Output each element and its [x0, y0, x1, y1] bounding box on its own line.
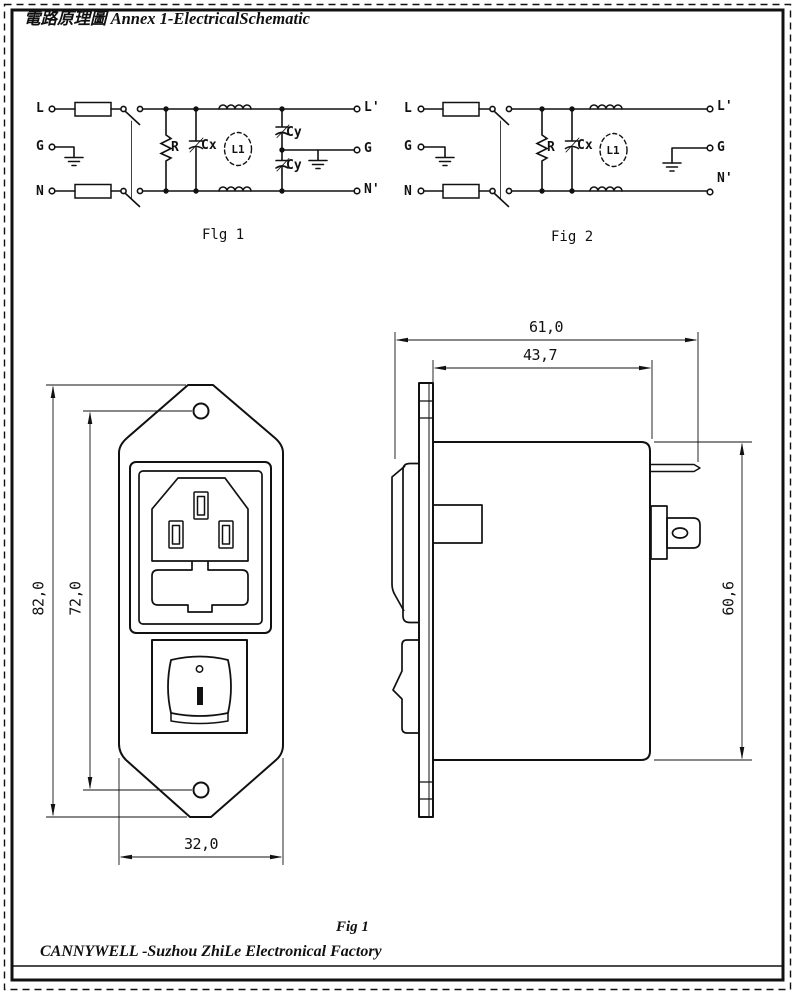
- fig2-resistor-label: R: [547, 140, 555, 155]
- fig2-choke-label: L1: [606, 144, 620, 157]
- dim-front-hole-spacing: 72,0: [66, 581, 85, 616]
- capacitor-symbol: [275, 149, 290, 192]
- dim-side-body-height: 60,6: [719, 581, 738, 616]
- dim-front-width: 32,0: [183, 835, 219, 853]
- switch-on-mark: [197, 687, 203, 705]
- fig2-circuit: [417, 101, 714, 208]
- front-view-dimensions: [46, 384, 284, 865]
- flange-outline: [118, 384, 284, 818]
- ground-symbol: [64, 156, 84, 167]
- terminal-tab: [666, 517, 701, 549]
- fig2-output-n-label: N': [717, 171, 733, 186]
- capacitor-symbol: [275, 108, 290, 151]
- fuse-symbol: [442, 183, 480, 199]
- iec-socket-opening: [151, 477, 249, 562]
- fig2-output-l-label: L': [717, 99, 733, 114]
- dimension-arrows: [50, 385, 283, 860]
- fuse-symbol: [442, 101, 480, 117]
- switch-body-block: [432, 504, 483, 544]
- dim-side-body-depth: 43,7: [522, 346, 558, 364]
- fig1-input-n-label: N: [36, 184, 44, 199]
- choke-symbol: [223, 131, 253, 167]
- inductor-symbol: [589, 186, 623, 192]
- filter-body: [433, 441, 651, 761]
- fig2-caption: Fig 2: [551, 229, 594, 245]
- mounting-hole-bottom: [192, 781, 210, 799]
- dim-side-depth-overall: 61,0: [528, 318, 564, 336]
- front-view-drawing: [118, 384, 284, 818]
- socket-shroud-profile: [391, 465, 406, 612]
- fuse-symbol: [74, 101, 112, 117]
- flange-plate: [418, 382, 434, 818]
- fig1-choke-label: L1: [231, 143, 245, 156]
- fig1-input-g-label: G: [36, 139, 44, 154]
- rocker-side-profile: [392, 639, 419, 734]
- fig2-input-g-label: G: [404, 139, 412, 154]
- switch-bezel: [151, 639, 248, 734]
- fig2-output-g-label: G: [717, 140, 725, 155]
- side-view-dimensions: [394, 332, 752, 761]
- choke-symbol: [599, 132, 628, 168]
- page-frame: [3, 3, 792, 991]
- ground-faston-tab: [649, 463, 701, 473]
- capacitor-symbol: [188, 108, 204, 192]
- sheet-title: 電路原理圖 Annex 1-ElectricalSchematic: [24, 9, 310, 28]
- inductor-symbol: [218, 104, 252, 110]
- mounting-hole-top: [192, 402, 210, 420]
- fig1-output-l-label: L': [364, 100, 380, 115]
- fuse-drawer-opening: [151, 561, 249, 613]
- hole-section-lines: [419, 400, 433, 800]
- socket-pins: [168, 491, 234, 549]
- capacitor-symbol: [564, 108, 580, 192]
- fig2-capx-label: Cx: [577, 138, 593, 153]
- fuse-symbol: [74, 183, 112, 199]
- switch-off-mark: [195, 665, 204, 673]
- inlet-bezel: [129, 461, 272, 634]
- ground-symbol: [435, 156, 455, 167]
- resistor-symbol: [159, 108, 173, 192]
- terminal-hole: [671, 527, 689, 539]
- fig2-input-n-label: N: [404, 184, 412, 199]
- fig1-capy-top-label: Cy: [286, 125, 302, 140]
- inductor-symbol: [218, 186, 252, 192]
- fig1-output-n-label: N': [364, 182, 380, 197]
- fig1-circuit: [48, 101, 361, 208]
- fig1-input-l-label: L: [36, 101, 44, 116]
- inductor-symbol: [589, 104, 623, 110]
- fig1-output-g-label: G: [364, 141, 372, 156]
- resistor-symbol: [535, 108, 549, 192]
- ground-symbol: [308, 149, 328, 170]
- fig1-capx-label: Cx: [201, 138, 217, 153]
- fig1-caption: Flg 1: [202, 227, 245, 243]
- fig1-resistor-label: R: [171, 140, 179, 155]
- ground-symbol: [662, 162, 682, 172]
- dimension-arrows: [395, 337, 745, 760]
- fig2-input-l-label: L: [404, 101, 412, 116]
- footer-figure-caption: Fig 1: [336, 919, 369, 935]
- footer-company: CANNYWELL -Suzhou ZhiLe Electronical Fac…: [40, 943, 382, 960]
- fig1-capy-bottom-label: Cy: [286, 158, 302, 173]
- dim-front-height: 82,0: [29, 581, 48, 616]
- side-view-drawing: [391, 382, 701, 818]
